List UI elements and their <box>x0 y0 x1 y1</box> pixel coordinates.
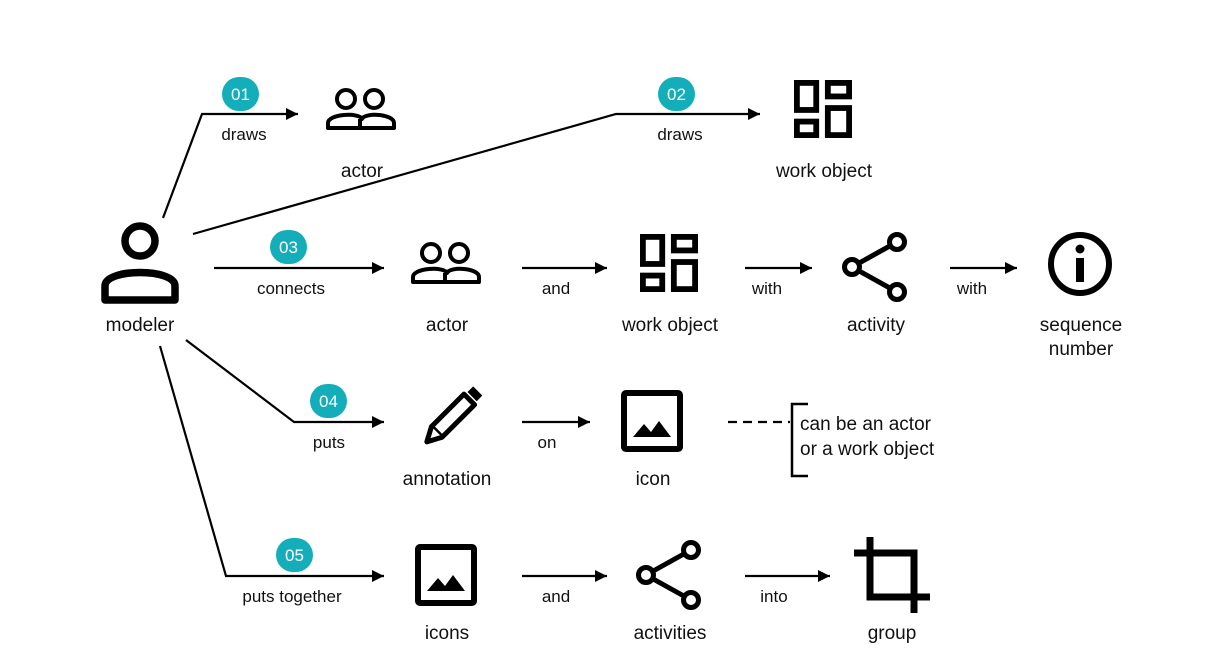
badge-01: 01 <box>222 77 259 111</box>
step-05-icons: icons <box>418 547 474 644</box>
connector-02 <box>192 108 760 236</box>
connector-label-into: into <box>760 587 787 606</box>
connector-01 <box>161 108 298 219</box>
node-label: actor <box>426 315 469 336</box>
node-label: icon <box>636 469 671 490</box>
node-label: work object <box>775 161 873 182</box>
step-04-icon: icon <box>624 393 680 490</box>
step-03-sequence-number: sequence number <box>1040 235 1122 360</box>
node-label: activities <box>634 623 707 644</box>
people-icon <box>326 88 396 130</box>
verb-04: puts <box>313 433 345 452</box>
crop-icon <box>854 537 930 613</box>
connector-label-on: on <box>538 433 557 452</box>
people-icon <box>411 242 481 284</box>
step-03-work-object: work object <box>621 237 719 336</box>
connector-label-with: with <box>956 279 987 298</box>
dashboard-icon <box>797 83 849 135</box>
step-04-note: can be an actor or a work object <box>800 414 935 460</box>
badge-01-text: 01 <box>231 85 250 104</box>
modeler-node: modeler <box>105 226 175 336</box>
badge-05-text: 05 <box>285 546 304 565</box>
connector-05 <box>158 345 384 582</box>
verb-02: draws <box>657 125 702 144</box>
step-02-work-object: work object <box>775 83 873 182</box>
step-05-group: group <box>854 537 930 644</box>
modeler-label: modeler <box>106 315 175 336</box>
node-label: group <box>868 623 917 644</box>
image-icon <box>418 547 474 603</box>
share-icon <box>639 543 699 608</box>
connector-label-with: with <box>751 279 782 298</box>
badge-03-text: 03 <box>279 238 298 257</box>
badge-03: 03 <box>270 230 307 264</box>
step-04-annotation: annotation <box>403 386 492 490</box>
node-label: annotation <box>403 469 492 490</box>
node-label-line2: number <box>1049 339 1114 360</box>
connector-label-and: and <box>542 279 570 298</box>
info-icon <box>1051 235 1109 293</box>
badge-02-text: 02 <box>667 85 686 104</box>
pencil-icon <box>422 386 484 448</box>
person-icon <box>105 226 175 300</box>
note-bracket <box>790 402 808 478</box>
note-line1: can be an actor <box>800 414 932 435</box>
node-label: activity <box>847 315 906 336</box>
badge-04-text: 04 <box>319 392 338 411</box>
badge-02: 02 <box>658 77 695 111</box>
step-05-activities: activities <box>634 543 707 644</box>
badge-04: 04 <box>310 384 347 418</box>
share-icon <box>845 235 905 300</box>
step-03-actor: actor <box>411 242 481 336</box>
verb-01: draws <box>221 125 266 144</box>
node-label: work object <box>621 315 719 336</box>
note-line2: or a work object <box>800 439 935 460</box>
node-label: icons <box>425 623 469 644</box>
node-label: actor <box>341 161 384 182</box>
verb-05: puts together <box>242 587 342 606</box>
connector-lines <box>158 108 1017 582</box>
connector-04 <box>185 339 384 428</box>
verb-03: connects <box>257 279 325 298</box>
connector-label-and: and <box>542 587 570 606</box>
dashboard-icon <box>643 237 695 289</box>
step-03-activity: activity <box>845 235 906 336</box>
image-icon <box>624 393 680 449</box>
node-label-line1: sequence <box>1040 315 1122 336</box>
badge-05: 05 <box>276 538 313 572</box>
step-01-actor: actor <box>326 88 396 182</box>
